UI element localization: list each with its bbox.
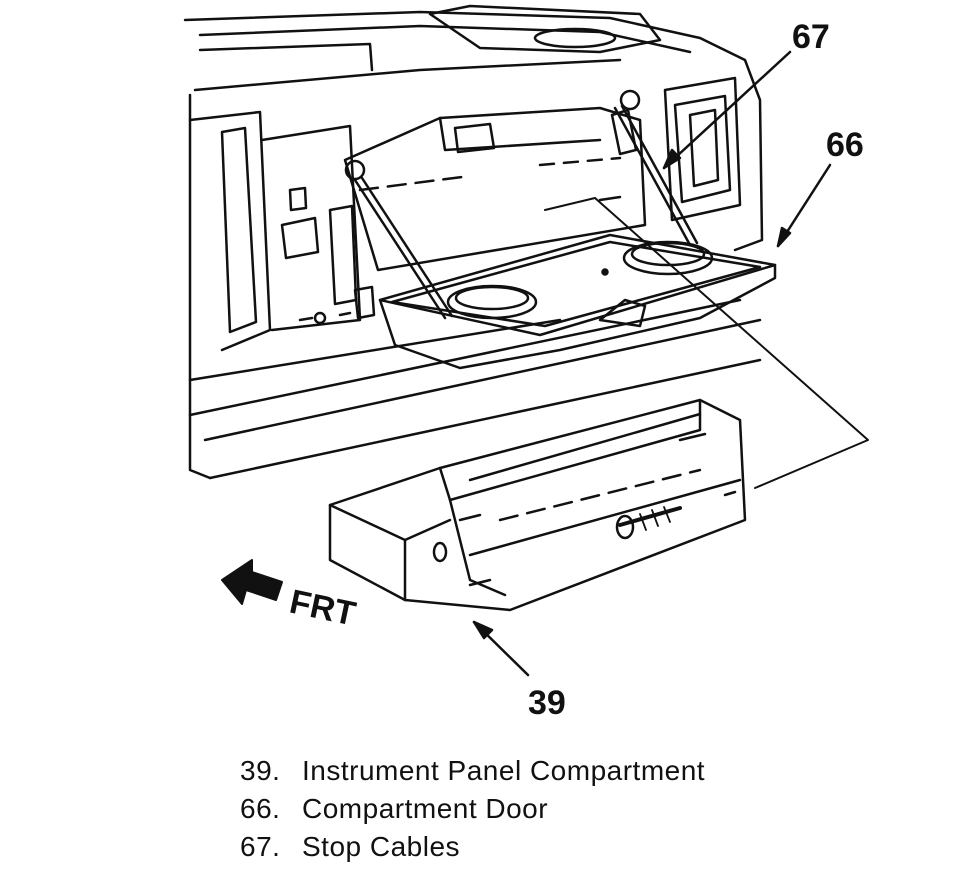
legend-item-number: 39. xyxy=(240,755,281,786)
instrument-panel xyxy=(183,4,764,480)
compartment-door xyxy=(378,233,777,370)
legend-item-number: 66. xyxy=(240,793,281,824)
legend-item: 66. Compartment Door xyxy=(240,790,705,828)
exploded-guide-line xyxy=(544,197,869,489)
legend-item: 67. Stop Cables xyxy=(240,828,705,866)
front-label: FRT xyxy=(286,583,359,634)
compartment-opening xyxy=(343,106,647,272)
callout-66: 66 xyxy=(826,126,864,164)
front-arrow-icon xyxy=(221,559,283,605)
front-direction-indicator: FRT xyxy=(221,559,359,634)
stop-cables xyxy=(353,104,699,320)
parts-legend: 39. Instrument Panel Compartment 66. Com… xyxy=(240,752,705,866)
instrument-panel-compartment xyxy=(328,398,747,612)
legend-item-number: 67. xyxy=(240,831,281,862)
callout-39: 39 xyxy=(528,684,566,722)
legend-item: 39. Instrument Panel Compartment xyxy=(240,752,705,790)
legend-item-text: Compartment Door xyxy=(302,793,549,824)
legend-item-text: Instrument Panel Compartment xyxy=(302,755,706,786)
callout-67: 67 xyxy=(792,18,830,56)
callout-leaders xyxy=(472,50,832,677)
legend-item-text: Stop Cables xyxy=(302,831,461,862)
